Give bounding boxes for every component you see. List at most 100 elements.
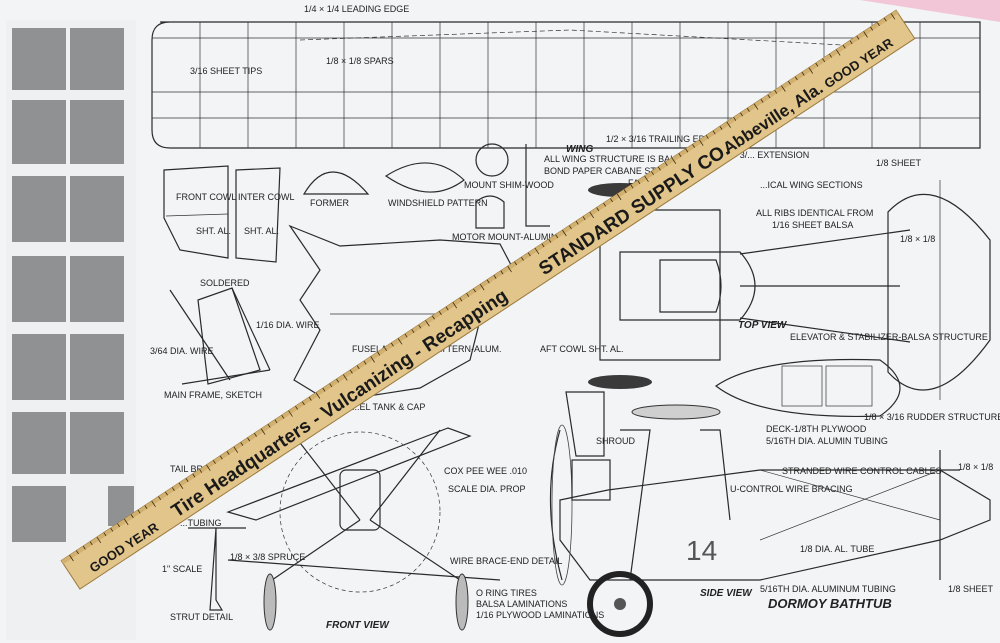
ruler-tick — [466, 293, 470, 297]
ruler-tick — [610, 198, 613, 203]
ruler-tick — [788, 80, 791, 85]
ruler-tick — [664, 162, 668, 166]
ruler-tick — [123, 518, 129, 526]
ruler-tick — [281, 414, 285, 419]
label-spars: 1/8 × 1/8 SPARS — [326, 56, 394, 66]
ruler-tick — [103, 532, 107, 537]
ruler-tick — [370, 356, 375, 363]
ruler-tick — [459, 297, 463, 302]
ruler-tick — [883, 17, 887, 22]
label-extension: 1/16 × 3/... EXTENSION — [712, 150, 809, 160]
ruler-tick — [877, 22, 880, 27]
ruler-tick — [397, 338, 403, 345]
ruler-tick — [575, 220, 579, 225]
ruler-tick — [486, 279, 490, 284]
ruler-tick — [425, 320, 430, 327]
ruler-tick — [206, 464, 211, 471]
ruler-tick — [356, 365, 360, 370]
ruler-tick — [212, 460, 216, 464]
label-former: FORMER — [310, 198, 349, 208]
cowl-patterns — [163, 165, 281, 263]
label-scale: 1" SCALE — [162, 564, 202, 574]
ruler-tick — [596, 207, 600, 212]
ruler-tick — [247, 437, 251, 442]
ruler-tick — [527, 252, 531, 257]
label-soldered: SOLDERED — [200, 278, 250, 288]
ruler-tick — [842, 44, 846, 49]
ruler-tick — [555, 234, 559, 239]
ruler-tick — [479, 284, 485, 291]
ruler-tick — [445, 306, 449, 311]
ruler-tick — [363, 360, 367, 365]
label-wing: WING — [566, 144, 593, 155]
label-mount-shim: MOUNT SHIM-WOOD — [464, 180, 554, 190]
shroud-part — [565, 391, 605, 457]
ruler-tick — [178, 482, 184, 489]
ruler-tick — [315, 392, 321, 399]
ruler-tick — [870, 26, 874, 31]
ruler-tick — [678, 153, 682, 157]
label-side-view: SIDE VIEW — [700, 588, 753, 599]
label-wire-116: 1/16 DIA. WIRE — [256, 320, 320, 330]
ruler-tick — [349, 369, 353, 374]
ruler-tick — [548, 238, 552, 243]
ruler-tick — [288, 410, 293, 417]
ruler-tick — [301, 401, 305, 406]
ruler-tick — [514, 261, 518, 266]
label-sheet-18: 1/8 SHEET — [876, 158, 922, 168]
stabilizer-drawing — [714, 358, 901, 417]
label-al-tube: 1/8 DIA. AL. TUBE — [800, 544, 874, 554]
label-sht-al-1: SHT. AL. — [196, 226, 231, 236]
ruler-tick — [753, 103, 759, 110]
ruler-tick — [856, 35, 860, 40]
ruler-tick — [322, 387, 326, 392]
ruler-tick — [801, 71, 805, 76]
label-sheet-tips: 3/16 SHEET TIPS — [190, 66, 262, 76]
ruler-tick — [623, 189, 627, 194]
ruler-tick — [781, 85, 786, 92]
ruler-tick — [377, 351, 381, 356]
label-alum-tubing: 5/16TH DIA. ALUMIN TUBING — [766, 436, 888, 446]
ruler-tick — [794, 76, 798, 81]
label-bond-paper: BOND PAPER CABANE STRUT — [544, 166, 675, 176]
ruler-tick — [541, 243, 545, 248]
ruler-tick — [760, 99, 764, 103]
label-inter-cowl: INTER COWL — [238, 192, 295, 202]
label-front-view: FRONT VIEW — [326, 620, 390, 631]
label-sheet-balsa: 1/16 SHEET BALSA — [772, 220, 853, 230]
ruler-tick — [726, 121, 731, 128]
label-wire-brace: WIRE BRACE-END DETAIL — [450, 556, 562, 566]
ruler-tick — [432, 315, 435, 320]
ruler-tick — [719, 126, 723, 130]
ruler-tick — [390, 342, 394, 347]
label-fuel-tank: ...EL TANK & CAP — [352, 402, 425, 412]
label-spruce: 1/8 × 3/8 SPRUCE — [230, 552, 305, 562]
ruler-tick — [740, 112, 743, 117]
article-text-columns — [6, 20, 136, 640]
wing-plan — [151, 21, 981, 149]
ruler-tick — [233, 446, 239, 453]
ruler-tick — [521, 256, 524, 261]
ruler-tick — [151, 500, 156, 508]
main-frame-sketch — [169, 287, 271, 385]
ruler-tick — [582, 216, 586, 221]
ruler-ticks — [69, 13, 896, 562]
ruler-tick — [568, 225, 572, 230]
ruler-tick — [562, 229, 567, 237]
ruler-tick — [589, 211, 595, 219]
side-view-drawing — [549, 404, 991, 637]
label-balsa-lam: BALSA LAMINATIONS — [476, 599, 567, 609]
ruler-tick — [76, 550, 79, 555]
ruler-tick — [863, 31, 868, 38]
ruler-tick — [705, 135, 709, 139]
label-stranded: STRANDED WIRE CONTROL CABLES — [782, 466, 942, 476]
ruler-tick — [651, 171, 654, 176]
ruler-tick — [835, 49, 841, 56]
label-trailing-edge: 1/2 × 3/16 TRAILING EDGE — [606, 134, 718, 144]
ruler-tick — [295, 405, 298, 410]
label-windshield: WINDSHIELD PATTERN — [388, 198, 488, 208]
ruler-tick — [657, 166, 661, 171]
ruler-tick — [493, 275, 497, 279]
ruler-tick — [219, 455, 223, 460]
label-main-frame: MAIN FRAME, SKETCH — [164, 390, 262, 400]
